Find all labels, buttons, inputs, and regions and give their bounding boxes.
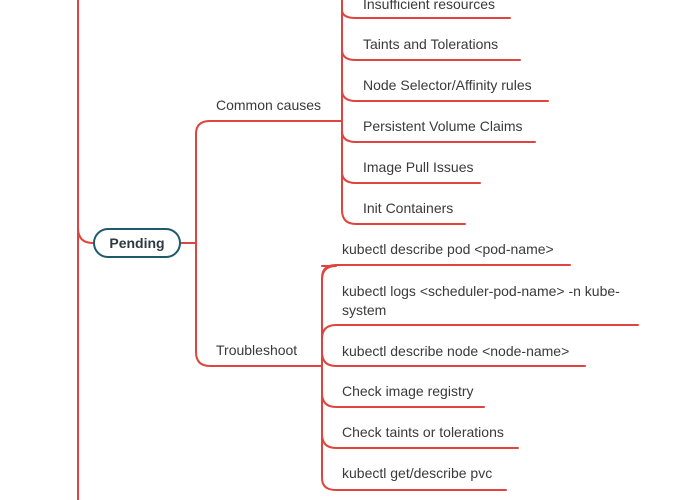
troubleshoot-describe-node[interactable]: kubectl describe node <node-name> [342,343,570,359]
troubleshoot-child-spine [321,265,337,281]
troubleshoot-underline-2 [321,324,639,340]
cause-insufficient-resources[interactable]: Insufficient resources [363,0,496,12]
troubleshoot-underline-5 [321,433,519,449]
cause-init-containers[interactable]: Init Containers [363,200,454,216]
troubleshoot-connector [195,351,323,367]
cause-underline-2 [341,49,521,61]
troubleshoot-scheduler-logs[interactable]: kubectl logs <scheduler-pod-name> -n kub… [342,283,620,318]
common-causes-child-spine-vertical [341,0,357,225]
troubleshoot-get-describe-pvc[interactable]: kubectl get/describe pvc [342,465,493,481]
branch-label-common-causes[interactable]: Common causes [216,97,322,113]
cause-underline-1 [341,9,511,19]
cause-taints-and-tolerations[interactable]: Taints and Tolerations [363,36,499,52]
trunk-to-pending-connector [77,227,94,244]
pending-node[interactable]: Pending [93,228,181,258]
pending-node-label: Pending [109,235,165,251]
troubleshoot-underline-4 [321,392,485,408]
cause-underline-3 [341,89,549,102]
branch-label-troubleshoot[interactable]: Troubleshoot [216,342,298,358]
common-causes-connector [195,120,335,135]
troubleshoot-check-taints[interactable]: Check taints or tolerations [342,424,504,440]
cause-underline-5 [341,171,481,184]
cause-image-pull-issues[interactable]: Image Pull Issues [363,159,474,175]
troubleshoot-check-image-registry[interactable]: Check image registry [342,383,474,399]
troubleshoot-underline-3 [321,351,586,367]
cause-persistent-volume-claims[interactable]: Persistent Volume Claims [363,118,523,134]
troubleshoot-child-spine-vertical [321,277,337,491]
cause-node-selector-affinity[interactable]: Node Selector/Affinity rules [363,77,532,93]
troubleshoot-describe-pod[interactable]: kubectl describe pod <pod-name> [342,241,554,257]
cause-underline-4 [341,130,536,143]
troubleshoot-underline-1 [321,264,571,279]
